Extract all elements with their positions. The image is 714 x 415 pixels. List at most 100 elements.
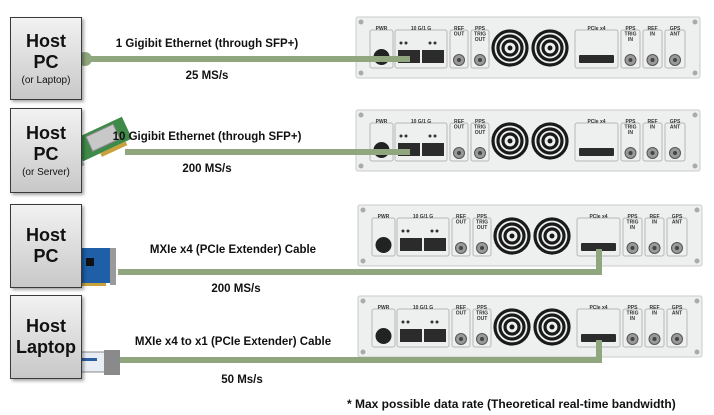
ref-out-label: REF	[454, 119, 464, 125]
screw-icon	[694, 207, 700, 213]
pcie-section	[574, 122, 619, 162]
pwr-section	[369, 29, 394, 69]
pcie-label: PCIe x4	[589, 214, 607, 220]
fan-ring	[538, 222, 566, 250]
pcie-label: PCIe x4	[587, 119, 605, 125]
led-icon	[428, 134, 432, 138]
ref-out-label: OUT	[456, 220, 467, 226]
screw-icon	[358, 163, 364, 169]
sfp-port-icon	[424, 329, 446, 342]
fan-ring	[501, 39, 519, 57]
fan-ring	[531, 29, 569, 67]
led-icon	[406, 229, 410, 233]
host-title: Host	[26, 316, 66, 336]
sfp-section	[396, 308, 450, 348]
power-connector-icon	[375, 237, 392, 253]
power-connector-icon	[375, 328, 392, 344]
sfp-section	[394, 29, 448, 69]
screw-icon	[360, 298, 366, 304]
pwr-label: PWR	[376, 119, 388, 125]
pps-trig-in-label: IN	[628, 37, 633, 43]
pps-trig-in-label: PPS	[625, 26, 636, 32]
fan-ring	[541, 132, 559, 150]
gps-ant-label: GPS	[670, 119, 681, 125]
pps-trig-out-label: PPS	[477, 214, 488, 220]
ref-out-section	[451, 217, 471, 257]
link-rate-4: 50 Ms/s	[221, 374, 263, 386]
screw-icon	[692, 163, 698, 169]
link-name-4: MXIe x4 to x1 (PCIe Extender) Cable	[134, 336, 332, 348]
ref-out-section	[449, 29, 469, 69]
gps-ant-label: ANT	[670, 125, 680, 131]
sma-pin-icon	[459, 246, 463, 250]
pps-trig-in-label: TRIG	[625, 125, 637, 131]
sma-pin-icon	[628, 58, 633, 62]
gps-ant-label: GPS	[672, 214, 683, 220]
fan-hub	[509, 233, 515, 239]
pps-trig-out-label: TRIG	[476, 311, 488, 317]
fan-ring	[498, 313, 526, 341]
fan-ring	[531, 122, 569, 160]
led-icon	[401, 229, 405, 233]
ref-out-section	[449, 122, 469, 162]
pps-trig-out-section	[470, 29, 490, 69]
pwr-section	[369, 122, 394, 162]
pcie-bracket	[110, 248, 116, 285]
screw-icon	[692, 112, 698, 118]
fan-ring	[493, 217, 531, 255]
gps-ant-section	[664, 29, 686, 69]
sma-pin-icon	[675, 246, 679, 250]
fan-hub	[547, 138, 553, 144]
sfp-section	[394, 122, 448, 162]
host-title2: PC	[33, 144, 59, 164]
pcie-label: PCIe x4	[589, 305, 607, 311]
ref-in-label: REF	[650, 214, 660, 220]
link-name-3: MXIe x4 (PCIe Extender) Cable	[149, 244, 317, 256]
ref-in-label: IN	[650, 32, 655, 38]
sma-pin-icon	[457, 151, 461, 155]
fan-ring	[493, 308, 531, 346]
pps-trig-out-label: TRIG	[476, 220, 488, 226]
host-box-3: Host PC	[10, 204, 82, 288]
gps-ant-label: GPS	[670, 26, 681, 32]
pps-trig-out-section	[472, 217, 492, 257]
cable-mxie-x4	[118, 249, 602, 275]
sma-pin-icon	[459, 337, 463, 341]
fan-ring	[541, 39, 559, 57]
pps-trig-in-label: PPS	[627, 305, 638, 311]
led-icon	[401, 320, 405, 324]
screw-icon	[358, 19, 364, 25]
ref-in-section	[644, 308, 665, 348]
host-subtitle: (or Server)	[22, 167, 70, 178]
pps-trig-out-label: OUT	[475, 37, 486, 43]
screw-icon	[360, 258, 366, 264]
ref-out-label: OUT	[456, 311, 467, 317]
sfp-port-icon	[422, 50, 444, 63]
fan-ring	[538, 313, 566, 341]
led-icon	[435, 229, 439, 233]
pps-trig-in-label: IN	[630, 225, 635, 231]
sma-pin-icon	[675, 337, 679, 341]
fan-hub	[549, 233, 555, 239]
led-icon	[404, 41, 408, 45]
ref-in-label: REF	[650, 305, 660, 311]
screw-icon	[358, 112, 364, 118]
led-icon	[399, 134, 403, 138]
gps-ant-section	[666, 308, 688, 348]
nic-heatsink	[85, 123, 121, 152]
pps-trig-in-label: TRIG	[625, 32, 637, 38]
pcie-port-icon	[579, 148, 614, 156]
ref-in-label: REF	[648, 26, 658, 32]
fan-hub	[507, 138, 513, 144]
pcie-edge-connector	[78, 283, 106, 286]
pwr-section	[371, 217, 396, 257]
fan-ring	[543, 318, 561, 336]
screw-icon	[692, 19, 698, 25]
led-icon	[430, 229, 434, 233]
led-icon	[404, 134, 408, 138]
pps-trig-out-label: PPS	[477, 305, 488, 311]
fan-ring	[536, 127, 564, 155]
screw-icon	[360, 207, 366, 213]
